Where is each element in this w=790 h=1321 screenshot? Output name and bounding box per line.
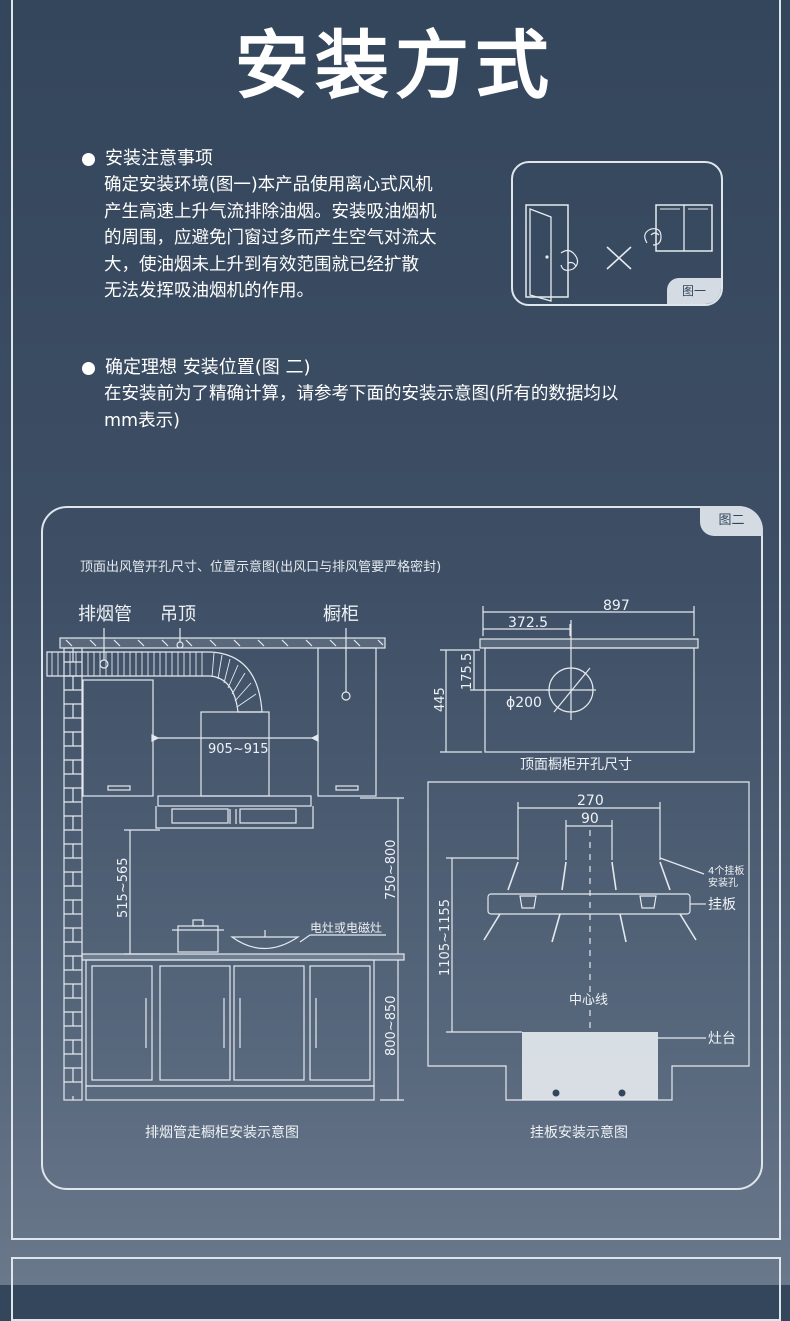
figure2-frame: [41, 506, 763, 1190]
installation-diagram: 排烟管 吊顶 橱柜 905~915 515~565 750~800 800~85…: [46, 598, 750, 1141]
main-panel-border: [11, 0, 781, 1240]
section1-line: 无法发挥吸油烟机的作用。: [104, 281, 314, 301]
section-install-position: 确定理想 安装位置(图 二) 在安装前为了精确计算，请参考下面的安装示意图(所有…: [82, 355, 618, 434]
section1-line: 确定安装环境(图一)本产品使用离心式风机: [104, 175, 433, 195]
page-title: 安装方式: [235, 23, 555, 109]
label-exhaust-pipe: 排烟管: [78, 604, 132, 625]
cabinet-installation-drawing: [46, 628, 405, 1101]
section-install-notes: 安装注意事项 确定安装环境(图一)本产品使用离心式风机 产生高速上升气流排除油烟…: [82, 146, 437, 305]
figure2-note: 顶面出风管开孔尺寸、位置示意图(出风口与排风管要严格密封): [80, 560, 442, 575]
figure1-label: 图一: [667, 278, 721, 304]
section2-line: 在安装前为了精确计算，请参考下面的安装示意图(所有的数据均以: [104, 384, 619, 404]
section1-heading: 安装注意事项: [105, 148, 213, 169]
label-centerline: 中心线: [569, 993, 608, 1008]
dim-plate-outer: 270: [577, 793, 604, 809]
section2-heading: 确定理想 安装位置(图 二): [105, 357, 311, 378]
caption-plate-installation: 挂板安装示意图: [530, 1124, 628, 1141]
label-ceiling: 吊顶: [160, 604, 196, 625]
dim-hood-height: 515~565: [116, 857, 131, 918]
dim-hole-diameter: ϕ200: [506, 695, 542, 711]
caption-cabinet-installation: 排烟管走橱柜安装示意图: [145, 1124, 299, 1141]
label-cabinet: 橱柜: [323, 604, 359, 625]
section1-line: 的周围，应避免门窗过多而产生空气对流太: [104, 228, 437, 248]
label-mounting-holes-1: 4个挂板: [708, 864, 744, 877]
dim-total-width: 897: [603, 598, 630, 614]
section1-line: 大，使油烟未上升到有效范围就已经扩散: [104, 254, 419, 275]
label-wall-plate: 挂板: [708, 897, 736, 913]
bullet-dot: [82, 152, 95, 166]
figure2-label: 图二: [700, 506, 763, 536]
figure1-door-window: 图一: [511, 161, 723, 306]
label-countertop: 灶台: [708, 1031, 736, 1047]
dim-hood-to-counter: 750~800: [384, 839, 399, 900]
dim-plate-height: 1105~1155: [438, 899, 453, 976]
cabinet-cutout-drawing: [440, 606, 699, 753]
section1-line: 产生高速上升气流排除油烟。安装吸油烟机: [104, 201, 437, 222]
section2-line: mm表示): [104, 410, 180, 431]
label-mounting-holes-2: 安装孔: [708, 876, 738, 889]
wall-plate-drawing: [427, 781, 750, 1101]
dim-hood-width: 905~915: [208, 742, 269, 757]
door-window-illustration: [525, 204, 713, 302]
dim-cabinet-depth: 445: [433, 687, 448, 712]
dim-hole-vertical: 175.5: [460, 653, 475, 690]
dim-counter-height: 800~850: [384, 995, 399, 1056]
label-stove: 电灶或电磁灶: [310, 920, 382, 935]
caption-cutout-size: 顶面橱柜开孔尺寸: [520, 757, 632, 773]
dim-plate-inner: 90: [581, 811, 599, 827]
section1-paragraph: 确定安装环境(图一)本产品使用离心式风机 产生高速上升气流排除油烟。安装吸油烟机…: [104, 172, 437, 305]
section2-paragraph: 在安装前为了精确计算，请参考下面的安装示意图(所有的数据均以 mm表示): [104, 381, 618, 434]
dim-hole-offset: 372.5: [508, 615, 548, 631]
bullet-dot: [82, 361, 95, 375]
